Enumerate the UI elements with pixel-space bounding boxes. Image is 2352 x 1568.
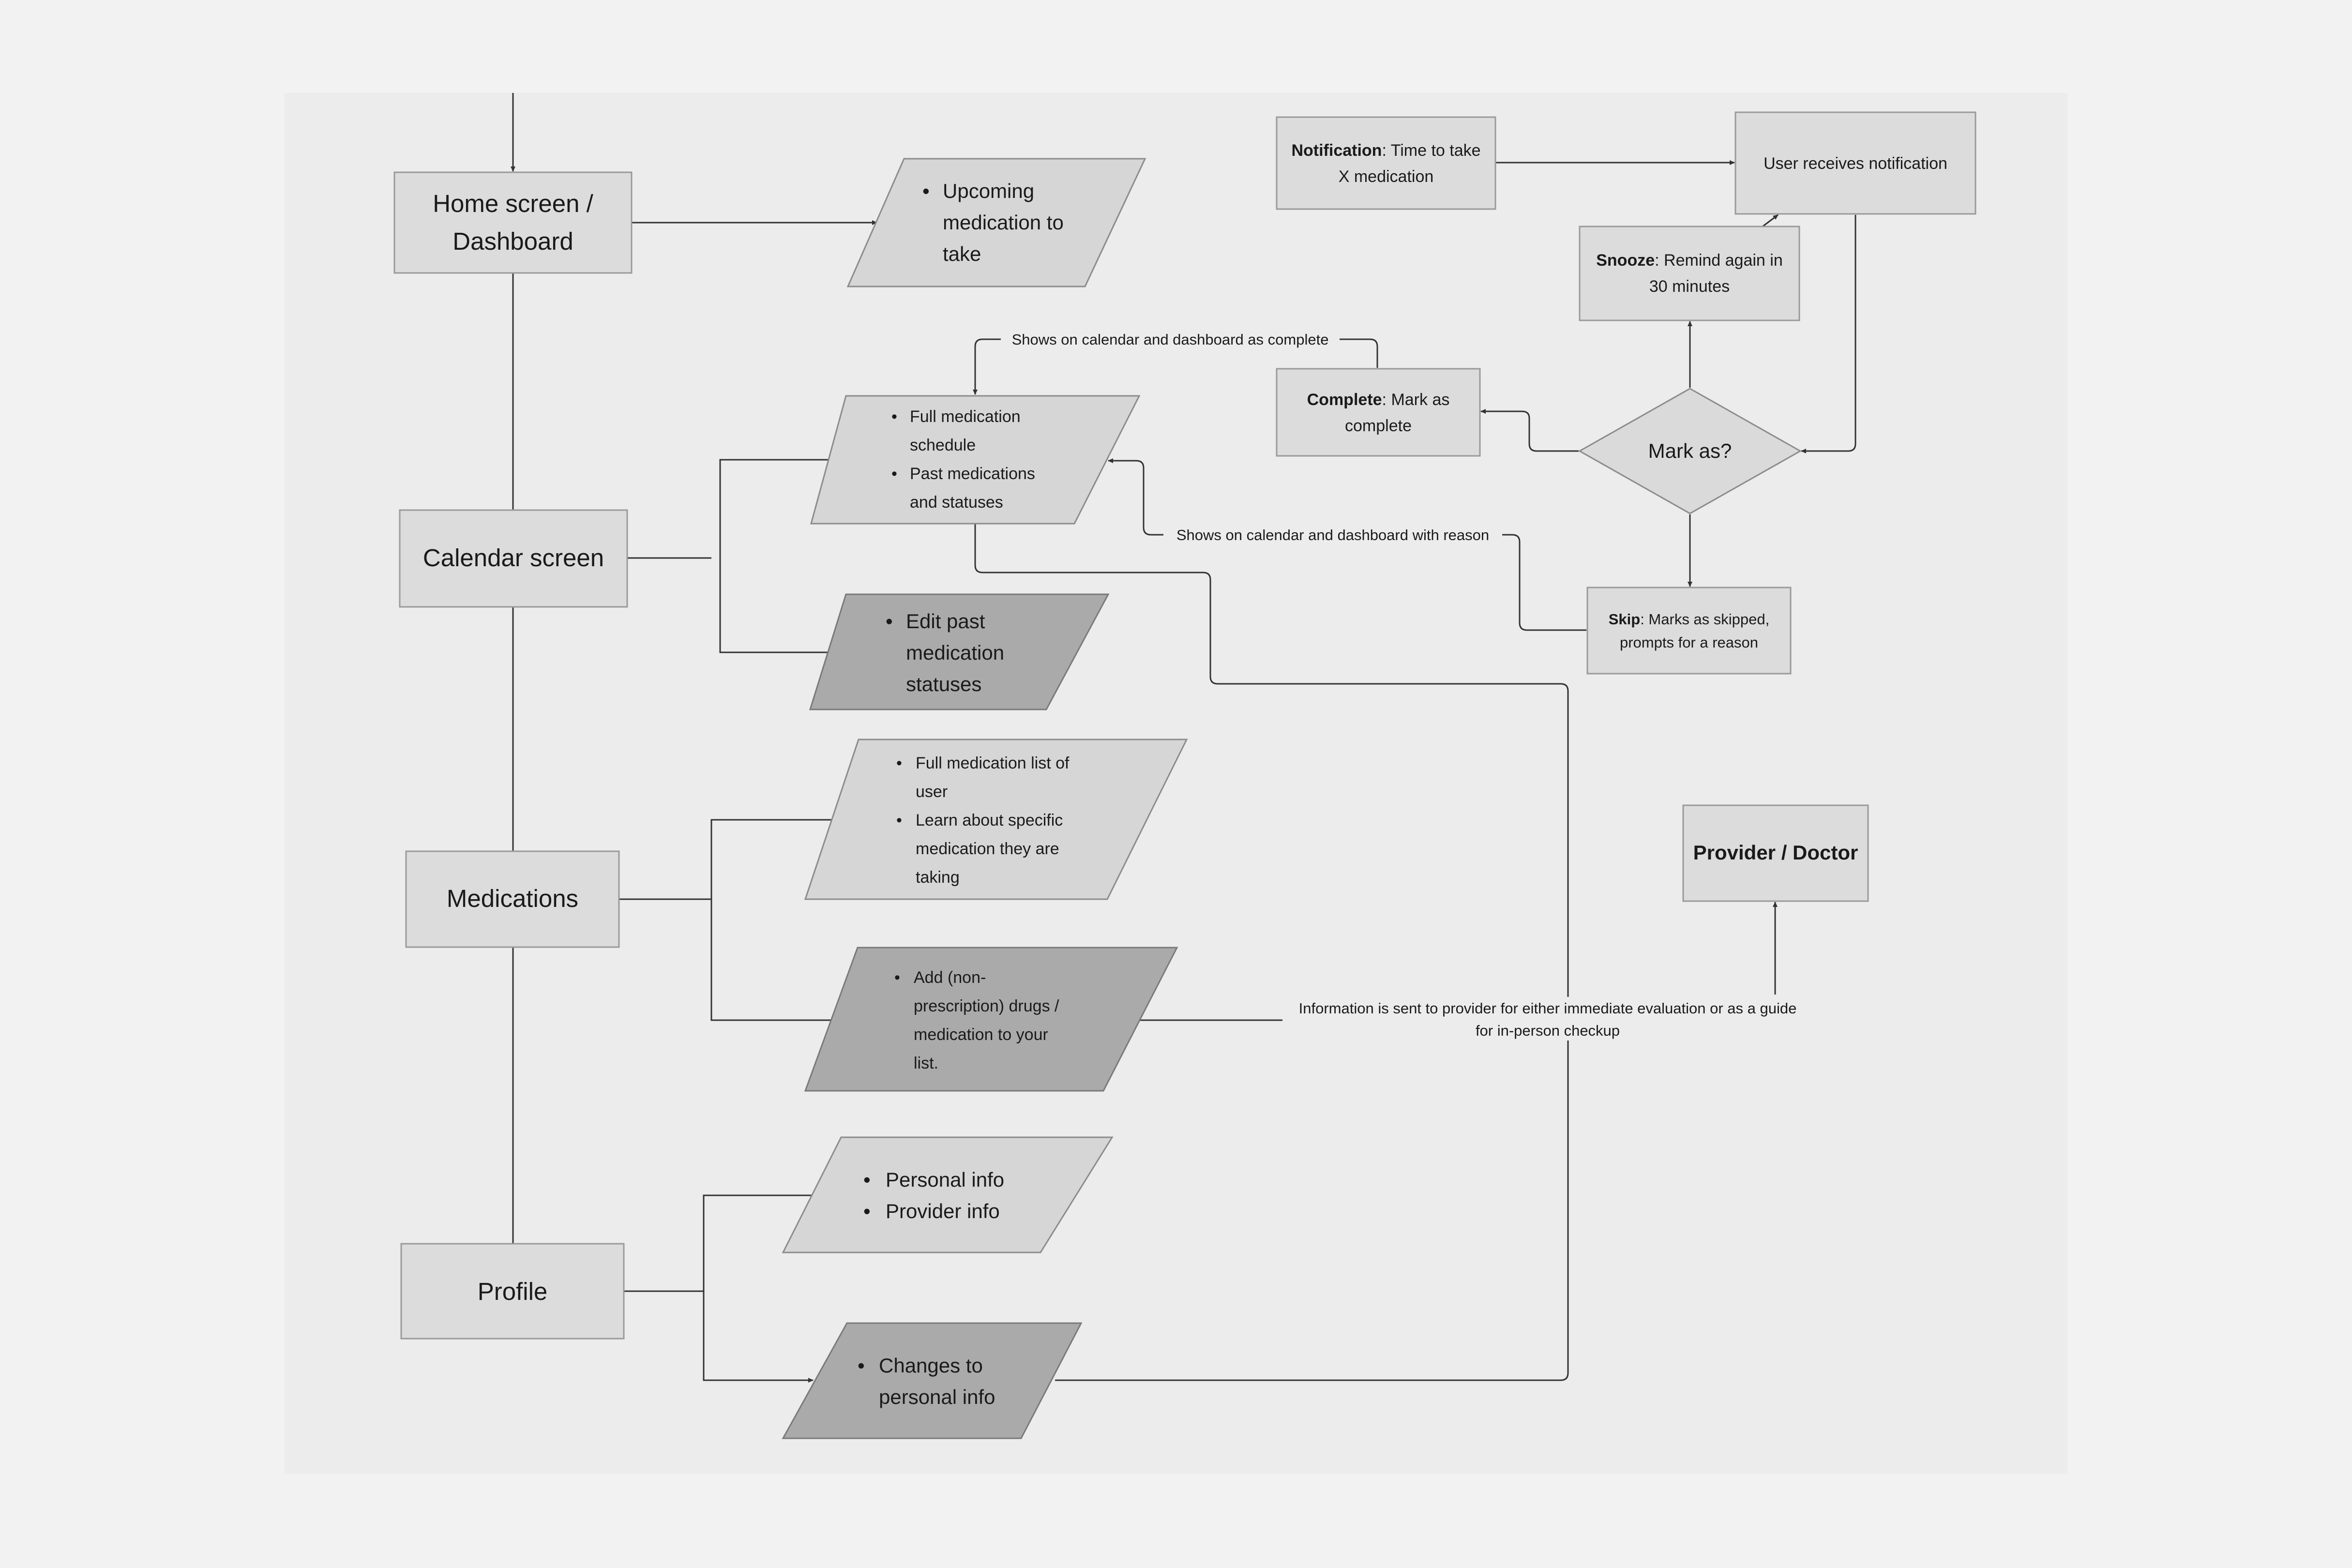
edge-meds-list [710, 817, 844, 899]
node-complete: Complete: Mark as complete [1276, 368, 1481, 457]
upcoming-bullet: • [922, 180, 930, 202]
node-mark-as: Mark as? [1578, 388, 1802, 514]
node-personal: • Personal info • Provider info [782, 1136, 1114, 1253]
label-provider-info-l1: Information is sent to provider for eith… [1299, 1000, 1797, 1017]
calendar-label: Calendar screen [423, 544, 604, 572]
edge-changes-loop [974, 523, 1569, 1381]
edge-labels: Shows on calendar and dashboard as compl… [1001, 328, 1815, 1040]
medlist-b1-l2: user [916, 783, 948, 801]
complete-line1: Complete: Mark as [1307, 391, 1450, 409]
medlist-bullet1: • [896, 754, 902, 772]
notification-line2: X medication [1339, 167, 1434, 186]
edge-user-markas [1801, 215, 1856, 453]
schedule-bullet2: • [891, 465, 897, 483]
edge-profile-personal [703, 1193, 817, 1291]
edge-markas-complete [1480, 409, 1579, 452]
schedule-b1-l2: schedule [910, 436, 976, 454]
complete-line2: complete [1345, 417, 1412, 435]
label-shows-complete: Shows on calendar and dashboard as compl… [1012, 331, 1329, 348]
changes-line1: Changes to [879, 1354, 983, 1377]
editpast-line2: medication [906, 641, 1004, 664]
snooze-line1: Snooze: Remind again in [1596, 251, 1783, 270]
adddrugs-line2: prescription) drugs / [914, 997, 1059, 1015]
node-changes: • Changes to personal info [782, 1322, 1083, 1439]
schedule-b1-l1: Full medication [910, 407, 1021, 426]
editpast-line3: statuses [906, 673, 981, 695]
personal-bullet1: • [863, 1168, 871, 1191]
node-snooze: Snooze: Remind again in 30 minutes [1579, 226, 1800, 321]
schedule-b2-l2: and statuses [910, 493, 1003, 512]
notification-line1: Notification: Time to take [1291, 141, 1480, 160]
node-calendar: Calendar screen [399, 509, 628, 608]
schedule-bullet1: • [891, 407, 897, 426]
label-shows-reason: Shows on calendar and dashboard with rea… [1176, 527, 1489, 543]
edge-profile-changes [703, 1291, 814, 1383]
edge-calendar-editpast [719, 558, 842, 655]
node-edit-past: • Edit past medication statuses [809, 593, 1110, 710]
node-medications: Medications [405, 850, 620, 948]
node-schedule: • Full medication schedule • Past medica… [810, 395, 1141, 525]
user-receives-label: User receives notification [1764, 154, 1947, 173]
upcoming-line1: Upcoming [943, 180, 1034, 202]
edge-snooze-user [1762, 214, 1779, 227]
label-provider-info-l2: for in-person checkup [1476, 1022, 1620, 1039]
medlist-b1-l1: Full medication list of [916, 754, 1070, 772]
editpast-bullet: • [886, 610, 893, 633]
node-user-receives: User receives notification [1734, 111, 1976, 215]
changes-line2: personal info [879, 1386, 995, 1408]
profile-label: Profile [478, 1278, 548, 1305]
medlist-b2-l1: Learn about specific [916, 811, 1063, 829]
node-add-drugs: • Add (non- prescription) drugs / medica… [804, 947, 1178, 1092]
changes-bullet: • [858, 1354, 865, 1377]
medlist-b2-l2: medication they are [916, 840, 1059, 858]
mark-as-label: Mark as? [1648, 439, 1732, 462]
edge-meds-add [710, 899, 838, 1023]
node-provider: Provider / Doctor [1682, 804, 1869, 902]
personal-b2: Provider info [886, 1200, 1000, 1222]
node-notification: Notification: Time to take X medication [1276, 116, 1496, 210]
schedule-b2-l1: Past medications [910, 465, 1035, 483]
node-profile: Profile [400, 1243, 625, 1340]
editpast-line1: Edit past [906, 610, 985, 633]
skip-line2: prompts for a reason [1620, 634, 1758, 651]
node-med-list: • Full medication list of user • Learn a… [804, 739, 1188, 900]
adddrugs-line1: Add (non- [914, 968, 986, 987]
node-upcoming: • Upcoming medication to take [846, 158, 1146, 287]
personal-b1: Personal info [886, 1168, 1004, 1191]
node-skip: Skip: Marks as skipped, prompts for a re… [1586, 587, 1792, 675]
adddrugs-bullet: • [894, 968, 900, 987]
medlist-b2-l3: taking [916, 868, 960, 887]
snooze-line2: 30 minutes [1649, 277, 1730, 296]
adddrugs-line3: medication to your [914, 1025, 1048, 1044]
home-line1: Home screen / [433, 190, 593, 217]
upcoming-line2: medication to [943, 211, 1064, 234]
skip-line1: Skip: Marks as skipped, [1609, 611, 1770, 628]
medications-label: Medications [447, 885, 578, 912]
edge-calendar-schedule [719, 457, 844, 558]
adddrugs-line4: list. [914, 1054, 938, 1072]
node-home: Home screen / Dashboard [393, 171, 633, 274]
upcoming-line3: take [943, 242, 981, 265]
provider-label: Provider / Doctor [1693, 841, 1858, 864]
home-line2: Dashboard [452, 227, 573, 255]
personal-bullet2: • [863, 1200, 871, 1222]
connectors [511, 93, 1856, 1383]
medlist-bullet2: • [896, 811, 902, 829]
